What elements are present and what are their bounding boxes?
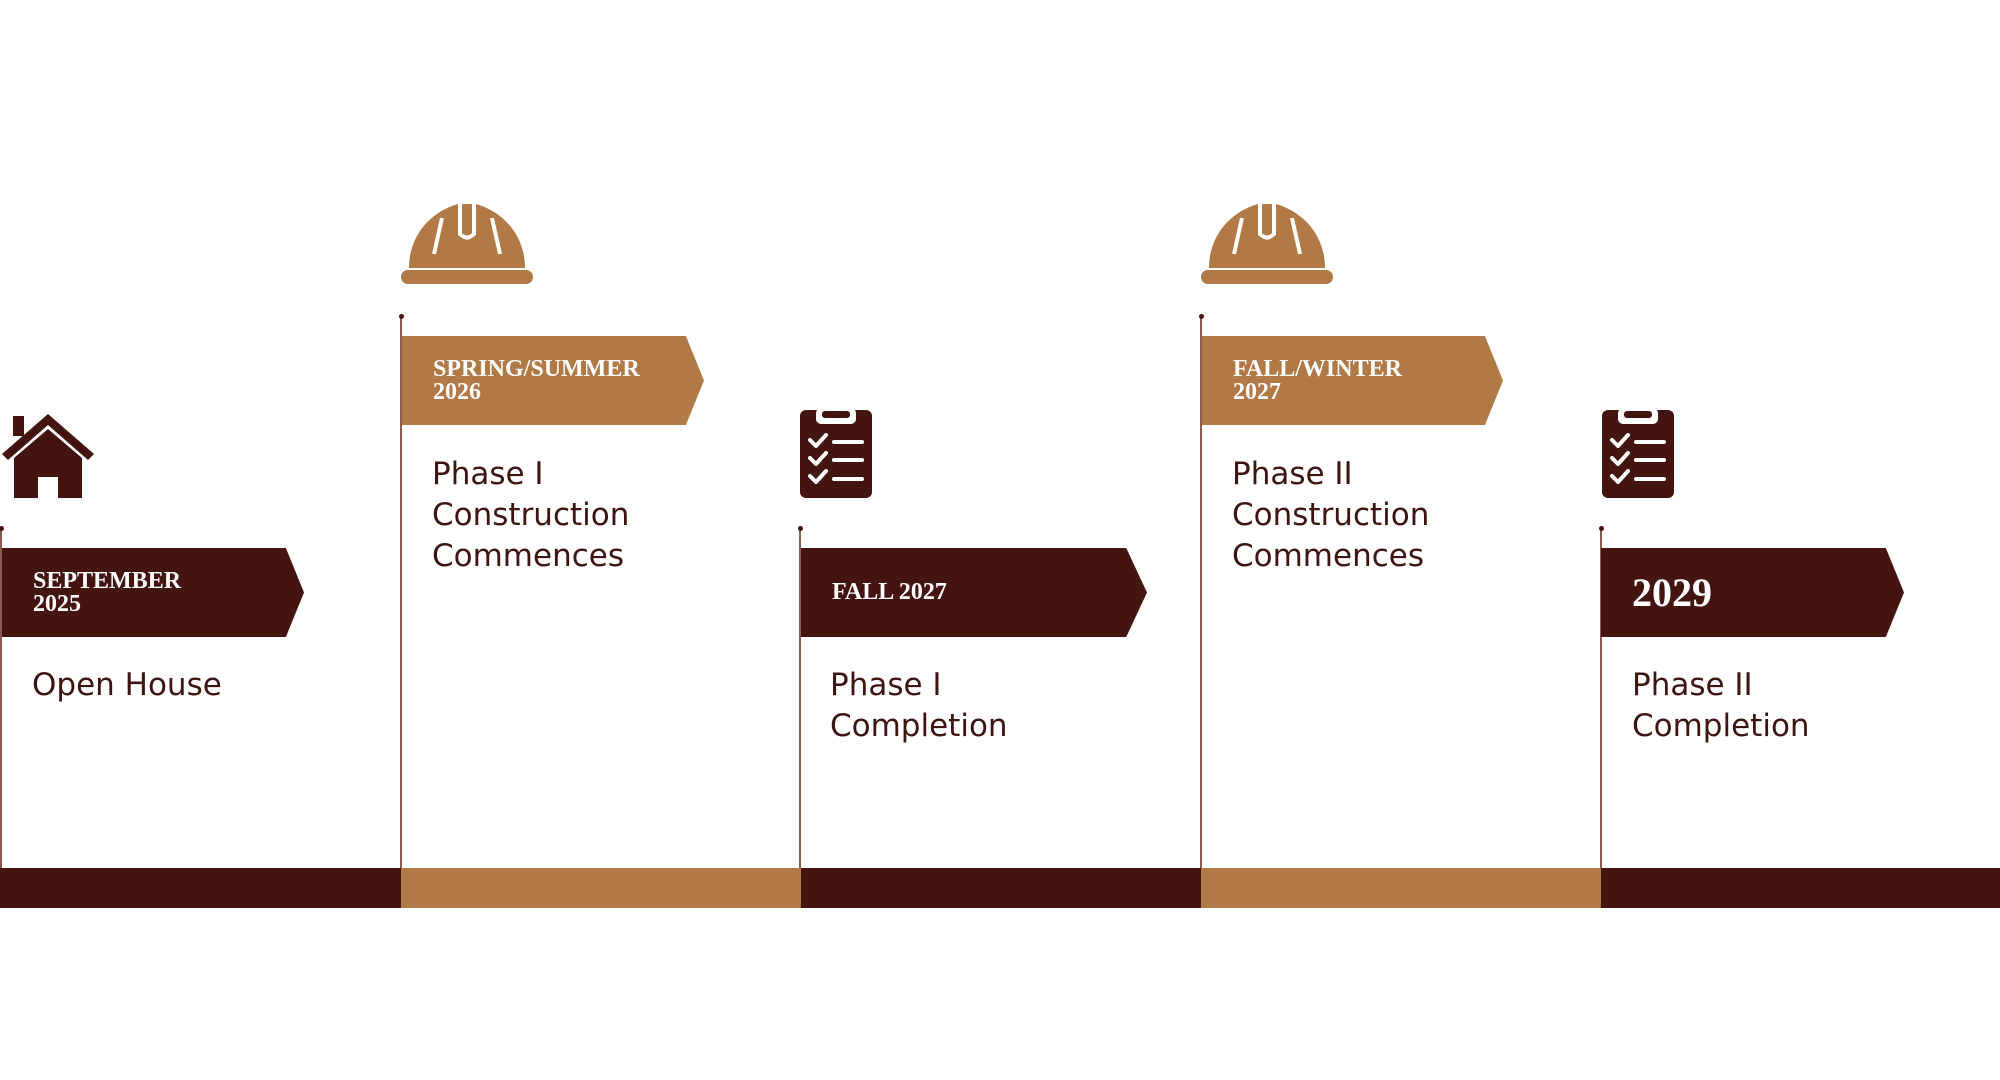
clipboard-checklist-icon	[1602, 408, 1674, 498]
milestone-pole	[1598, 526, 1604, 868]
date-banner: 2029	[1601, 548, 1904, 637]
date-label: SPRING/SUMMER 2026	[433, 355, 640, 405]
hard-hat-icon	[401, 200, 533, 284]
date-banner: FALL 2027	[801, 548, 1147, 637]
timeline-band-segment-5	[1601, 868, 2000, 908]
date-banner: SPRING/SUMMER 2026	[402, 336, 704, 425]
milestone-description: Open House	[32, 667, 222, 703]
milestone-description: Phase I Construction Commences	[432, 456, 630, 574]
clipboard-checklist-icon	[800, 408, 872, 498]
date-label: 2029	[1632, 569, 1712, 615]
milestone-pole	[1198, 314, 1204, 868]
house-icon	[2, 414, 94, 498]
timeline-band-segment-3	[801, 868, 1201, 908]
date-label: FALL 2027	[832, 579, 947, 605]
milestone-pole	[0, 526, 4, 868]
milestone-description: Phase II Construction Commences	[1232, 456, 1430, 574]
date-banner: SEPTEMBER 2025	[2, 548, 304, 637]
date-label: SEPTEMBER 2025	[33, 567, 182, 617]
milestone-description: Phase II Completion	[1632, 667, 1810, 744]
milestone-pole	[797, 526, 803, 868]
timeline-band-segment-1	[0, 868, 401, 908]
milestone-description: Phase I Completion	[830, 667, 1008, 744]
timeline-band-segment-4	[1201, 868, 1601, 908]
hard-hat-icon	[1201, 200, 1333, 284]
milestone-pole	[398, 314, 404, 868]
timeline-band-segment-2	[401, 868, 801, 908]
date-banner: FALL/WINTER 2027	[1202, 336, 1503, 425]
date-label: FALL/WINTER 2027	[1233, 355, 1402, 405]
